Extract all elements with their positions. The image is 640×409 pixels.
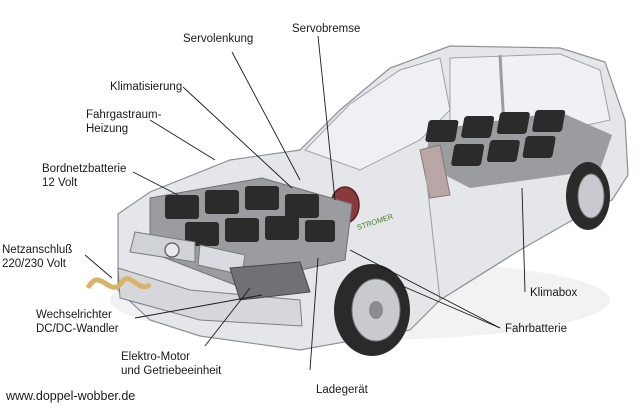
rear-battery-modules [425,110,566,166]
leader-netzanschluss [84,254,113,279]
label-klimatisierung: Klimatisierung [110,81,183,93]
leader-fahrbatterie-a [349,249,501,329]
rear-wheel [566,162,610,230]
front-wheel [334,264,410,356]
label-bordnetzbatterie: Bordnetzbatterie 12 Volt [42,163,127,189]
leader-klimabox [521,187,526,293]
label-wechselrichter: Wechselrichter DC/DC-Wandler [36,309,119,335]
leader-fahrgastraum [149,119,216,161]
label-fahrbatterie: Fahrbatterie [505,323,568,335]
leader-servolenkung [231,51,301,181]
front-bumper [117,267,303,327]
leader-ladegeraet [309,257,319,371]
label-klimabox: Klimabox [530,287,578,299]
vw-logo [164,242,180,258]
leader-elektro-motor [204,287,251,347]
label-servolenkung: Servolenkung [183,33,254,45]
windshield-glass [304,57,451,171]
front-battery-modules [165,186,335,246]
leader-bordnetz [132,171,179,196]
leader-lines [84,35,526,371]
label-servobremse: Servobremse [292,23,361,35]
footer-url[interactable]: www.doppel-wobber.de [6,389,136,403]
label-netzanschluss: Netzanschluß 220/230 Volt [2,244,73,270]
leader-klimatisierung [182,86,293,189]
label-fahrgastraum-heizung: Fahrgastraum- Heizung [86,109,162,135]
label-elektro-motor: Elektro-Motor und Getriebeeinheit [121,351,222,377]
leader-fahrbatterie-b [399,284,501,329]
label-ladegeraet: Ladegerät [316,384,368,396]
motor-unit [229,261,311,301]
leader-wechselrichter [134,294,263,319]
front-grille [129,231,196,263]
charging-cable [85,276,152,290]
leader-servobremse [317,35,336,201]
door-line [424,164,441,301]
